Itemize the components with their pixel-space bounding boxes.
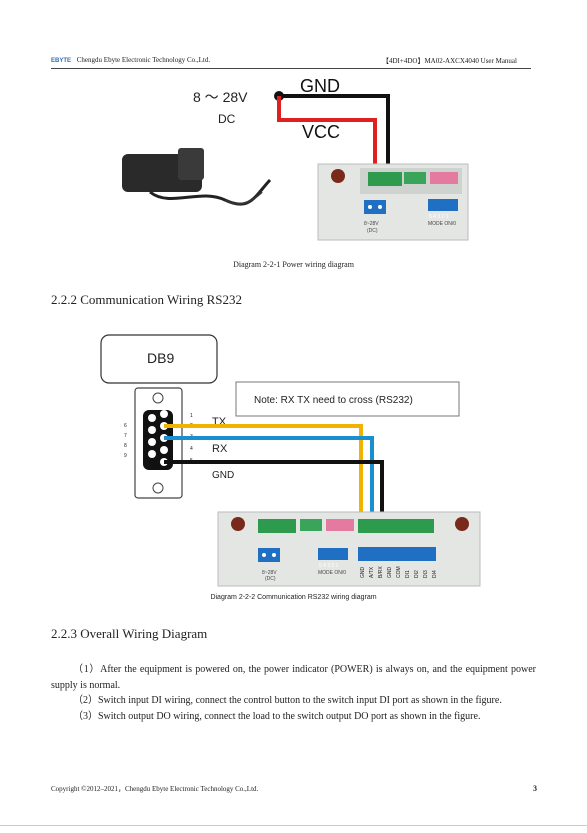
- terminal-label: A/TX: [369, 566, 375, 578]
- terminal-label: GND: [387, 567, 393, 579]
- gnd-wire-label: GND: [212, 470, 234, 481]
- pin-label: 6: [124, 423, 127, 429]
- page-footer: Copyright ©2012–2021，Chengdu Ebyte Elect…: [51, 784, 537, 794]
- signal-terminal-block: [358, 519, 434, 533]
- tx-wire: [164, 424, 363, 528]
- terminal-label: B/RX: [378, 566, 384, 578]
- paragraph-2: （2）Switch input DI wiring, connect the c…: [73, 695, 502, 706]
- board2-mode-label: MODE ON/0: [318, 570, 346, 576]
- terminal-label: DI3: [423, 570, 429, 578]
- terminal-label: DI1: [405, 570, 411, 578]
- note-text: Note: RX TX need to cross (RS232): [254, 395, 413, 406]
- pin-label: 7: [124, 433, 127, 439]
- device-board-1: 5 4 3 2 1 8~28V (DC) MODE ON/0: [317, 163, 469, 241]
- terminal-label: DI4: [432, 570, 438, 578]
- pin-label: 1: [190, 413, 193, 419]
- figure1-caption: Diagram 2-2-1 Power wiring diagram: [233, 260, 354, 269]
- terminal-label: COM: [396, 566, 402, 578]
- gnd-wire: [279, 94, 390, 178]
- board-dc-label: (DC): [367, 228, 378, 234]
- db9-label: DB9: [147, 350, 174, 366]
- section-heading-overall: 2.2.3 Overall Wiring Diagram: [51, 626, 208, 641]
- page-number: 3: [533, 784, 537, 793]
- board2-dc-label: (DC): [265, 576, 276, 582]
- device-board-2: 5 4 3 2 1 8~28V (DC) MODE ON/0 GND A/TX …: [217, 511, 481, 587]
- header-left: EBYTE Chengdu Ebyte Electronic Technolog…: [51, 56, 210, 64]
- pin-label: 4: [190, 446, 193, 452]
- paragraph-3: （3）Switch output DO wiring, connect the …: [73, 710, 481, 722]
- power-terminal: [368, 172, 402, 186]
- power-wiring-diagram: 8 ～ 28V DC GND VCC 5 4 3 2 1 8~28V (DC) …: [122, 76, 469, 241]
- board2-power-label: 8~28V: [262, 570, 277, 576]
- rx-label: RX: [212, 443, 228, 455]
- paragraph-1: （1）After the equipment is powered on, th…: [51, 664, 536, 691]
- board-mode-label: MODE ON/0: [428, 221, 456, 227]
- figure2-caption: Diagram 2-2-2 Communication RS232 wiring…: [210, 594, 377, 601]
- footer-copyright: Copyright ©2012–2021，Chengdu Ebyte Elect…: [51, 785, 259, 793]
- gnd-wire-rs232: [164, 460, 384, 528]
- vcc-wire: [277, 96, 377, 178]
- voltage-label: 8 ～ 28V: [193, 89, 248, 105]
- db9-connector: [134, 387, 183, 499]
- gnd-label: GND: [300, 76, 340, 96]
- rx-wire: [164, 436, 374, 528]
- terminal-label: DI2: [414, 570, 420, 578]
- pin-label: 9: [124, 453, 127, 459]
- board-switch-nums: 5 4 3 2 1: [429, 214, 449, 220]
- rs232-wiring-diagram: DB9 Note: RX TX need to cross (RS232) 6 …: [100, 334, 481, 587]
- db9-label-box: [100, 334, 218, 384]
- board-power-label: 8~28V: [364, 221, 379, 227]
- ebyte-logo: EBYTE: [51, 58, 72, 64]
- header-company: Chengdu Ebyte Electronic Technology Co.,…: [76, 56, 211, 64]
- vcc-label: VCC: [302, 122, 340, 142]
- note-box: [235, 381, 460, 417]
- power-adapter-icon: [122, 148, 272, 206]
- header-manual-title: 【4DI+4DO】MA02-AXCX4040 User Manual: [382, 57, 517, 65]
- section-heading-rs232: 2.2.2 Communication Wiring RS232: [51, 292, 242, 307]
- terminal-label: GND: [360, 567, 366, 579]
- board2-switch-nums: 5 4 3 2 1: [319, 563, 339, 569]
- page-header: EBYTE Chengdu Ebyte Electronic Technolog…: [51, 54, 531, 69]
- pin-label: 8: [124, 443, 127, 449]
- body-paragraphs: （1）After the equipment is powered on, th…: [51, 662, 536, 724]
- footer-divider: [0, 825, 587, 826]
- dc-label: DC: [218, 112, 236, 126]
